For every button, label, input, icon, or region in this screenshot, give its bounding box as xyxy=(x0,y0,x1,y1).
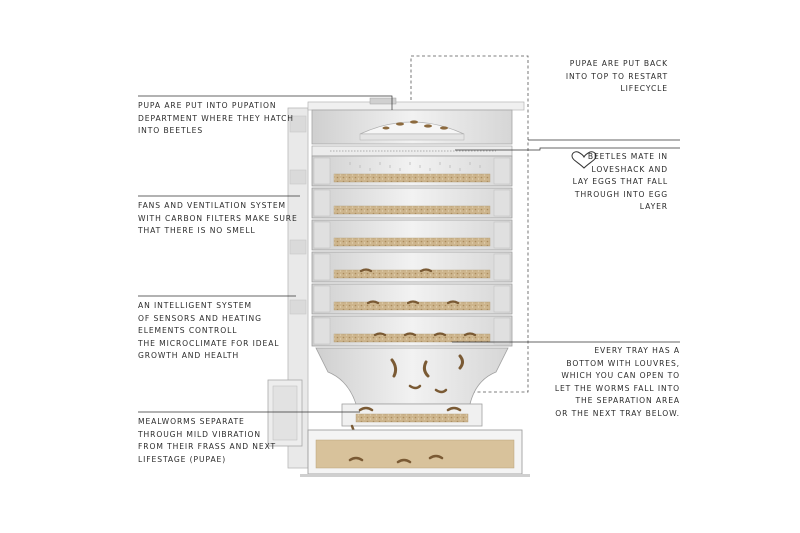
label-line: MEALWORMS SEPARATE xyxy=(138,417,245,426)
egg-layer xyxy=(311,145,513,157)
pupation-department xyxy=(311,109,513,145)
label-line: LET THE WORMS FALL INTO xyxy=(554,383,680,393)
frass-bin xyxy=(300,429,530,477)
fan-box xyxy=(267,379,303,447)
tray-3 xyxy=(311,219,513,251)
label-mealworms-separate: MEALWORMS SEPARATE THROUGH MILD VIBRATIO… xyxy=(138,416,276,466)
label-pupae-put-back: PUPAE ARE PUT BACK INTO TOP TO RESTART L… xyxy=(566,58,668,96)
heart-outline-icon xyxy=(571,151,597,169)
label-line: EVERY TRAY HAS A xyxy=(594,346,680,355)
label-line: LIFECYCLE xyxy=(620,84,668,94)
label-line: ELEMENTS CONTROLL xyxy=(138,326,238,336)
label-line: LAY EGGS THAT FALL xyxy=(572,177,668,187)
label-line: DEPARTMENT WHERE THEY HATCH xyxy=(138,113,294,123)
label-line: INTO BEETLES xyxy=(138,126,204,136)
label-pupa-pupation: PUPA ARE PUT INTO PUPATION DEPARTMENT WH… xyxy=(138,100,294,138)
label-line: THE SEPARATION AREA xyxy=(575,396,680,406)
leader-lines xyxy=(138,95,680,413)
tray-6 xyxy=(311,315,513,347)
label-intelligent-system: AN INTELLIGENT SYSTEM OF SENSORS AND HEA… xyxy=(138,300,279,363)
label-line: GROWTH AND HEALTH xyxy=(138,351,240,361)
tray-stack xyxy=(311,155,513,347)
label-line: AN INTELLIGENT SYSTEM xyxy=(138,301,252,310)
label-line: LAYER xyxy=(639,202,668,212)
tray-5 xyxy=(311,283,513,315)
label-line: THE MICROCLIMATE FOR IDEAL xyxy=(138,338,280,348)
label-line: LOVESHACK AND xyxy=(591,164,668,174)
label-line: THROUGH MILD VIBRATION xyxy=(138,429,262,439)
pupae-return-dashed-path xyxy=(410,55,529,393)
tray-4 xyxy=(311,251,513,283)
label-line: OF SENSORS AND HEATING xyxy=(138,313,262,323)
label-every-tray: EVERY TRAY HAS A BOTTOM WITH LOUVRES, WH… xyxy=(555,345,680,421)
label-line: BOTTOM WITH LOUVRES, xyxy=(566,358,680,368)
label-line: BEETLES MATE IN xyxy=(587,152,668,161)
label-line: WITH CARBON FILTERS MAKE SURE xyxy=(138,213,298,223)
label-line: LIFESTAGE (PUPAE) xyxy=(138,454,227,464)
label-beetles-mate: BEETLES MATE IN LOVESHACK AND LAY EGGS T… xyxy=(573,151,668,214)
label-line: OR THE NEXT TRAY BELOW. xyxy=(555,408,680,418)
label-line: THROUGH INTO EGG xyxy=(574,189,668,199)
ventilation-panel xyxy=(287,107,309,469)
vibration-separator xyxy=(341,403,483,440)
top-lid xyxy=(307,97,525,111)
label-line: WHICH YOU CAN OPEN TO xyxy=(561,371,680,381)
label-fans-ventilation: FANS AND VENTILATION SYSTEM WITH CARBON … xyxy=(138,200,298,238)
label-line: THAT THERE IS NO SMELL xyxy=(138,226,256,236)
label-line: INTO TOP TO RESTART xyxy=(565,71,668,81)
separation-funnel xyxy=(315,347,509,405)
label-line: PUPAE ARE PUT BACK xyxy=(569,59,668,68)
label-line: PUPA ARE PUT INTO PUPATION xyxy=(138,101,277,110)
label-line: FANS AND VENTILATION SYSTEM xyxy=(138,201,286,210)
tray-1 xyxy=(311,155,513,187)
label-line: FROM THEIR FRASS AND NEXT xyxy=(138,442,277,452)
tray-2 xyxy=(311,187,513,219)
